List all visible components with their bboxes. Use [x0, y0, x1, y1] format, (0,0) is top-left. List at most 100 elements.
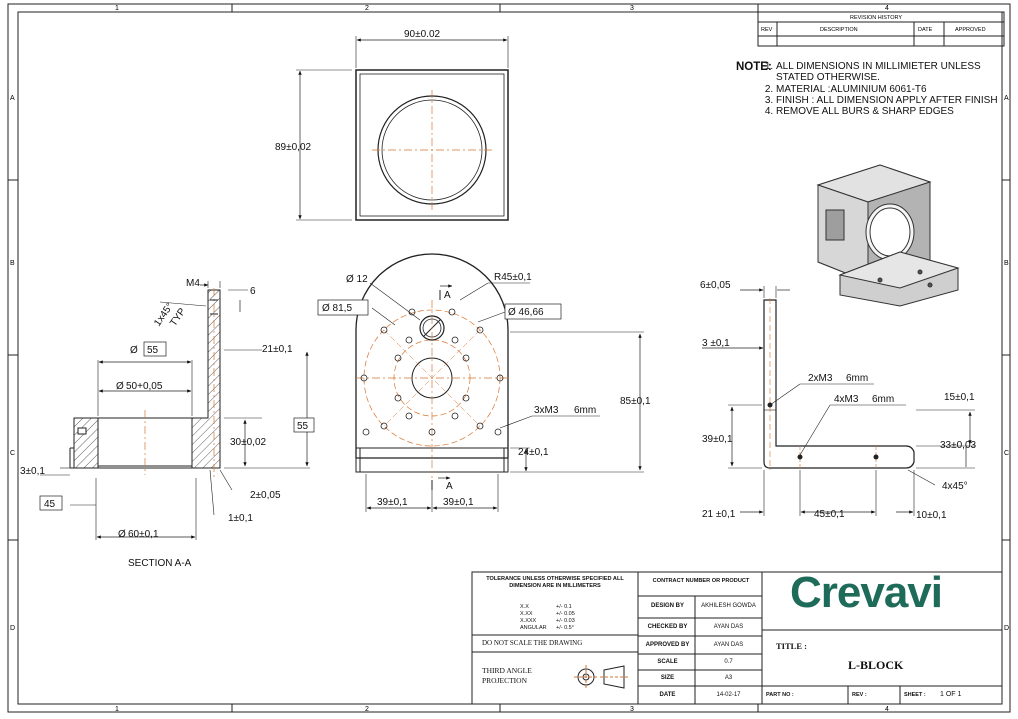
border-left-a: A [10, 95, 15, 102]
section-d45-box: 45 [44, 499, 56, 510]
section-diam-symbol-3: Ø [118, 529, 126, 540]
tol-value-4: +/- 0.5° [556, 625, 574, 631]
side-d3-label: 3 ±0,1 [702, 338, 730, 349]
side-m3a-depth: 6mm [846, 373, 868, 384]
section-m4-label: M4 [186, 278, 200, 289]
section-diam-symbol-2: Ø [116, 381, 124, 392]
section-d6-label: 6 [250, 286, 256, 297]
side-m3a-label: 2xM3 [808, 373, 833, 384]
front-d12-label: Ø 12 [346, 274, 368, 285]
top-width-dim: 90±0.02 [404, 29, 441, 40]
border-top-3: 3 [630, 5, 634, 12]
front-r45-label: R45±0,1 [494, 272, 532, 283]
tol-value-2: +/- 0.05 [556, 611, 575, 617]
border-bottom-1: 1 [115, 706, 119, 713]
side-d39-label: 39±0,1 [702, 434, 733, 445]
note-item-1: ALL DIMENSIONS IN MILLIMIETER UNLESS STA… [776, 61, 1006, 83]
front-w39b-label: 39±0,1 [443, 497, 474, 508]
side-d45-label: 45±0,1 [814, 509, 845, 520]
border-right-b: B [1004, 260, 1009, 267]
section-d50-label: 50+0,05 [126, 381, 163, 392]
approved-col: APPROVED [955, 27, 986, 33]
border-top-2: 2 [365, 5, 369, 12]
do-not-scale: DO NOT SCALE THE DRAWING [482, 639, 583, 647]
top-height-dim: 89±0,02 [275, 142, 312, 153]
rev-col: REV [761, 27, 773, 33]
border-left-d: D [10, 625, 15, 632]
contract-label: CONTRACT NUMBER OR PRODUCT [652, 578, 750, 584]
front-m3-depth: 6mm [574, 405, 596, 416]
sheet-value: 1 OF 1 [940, 691, 962, 698]
border-bottom-4: 4 [885, 706, 889, 713]
section-d55-right: 55 [297, 421, 309, 432]
title-label: TITLE : [776, 641, 807, 651]
size-value: A3 [724, 675, 733, 681]
approved-by-value: AYAN DAS [713, 642, 744, 648]
front-m3-label: 3xM3 [534, 405, 559, 416]
date-label: DATE [659, 692, 676, 698]
checked-by-value: AYAN DAS [713, 624, 744, 630]
description-col: DESCRIPTION [820, 27, 858, 33]
section-d2-label: 2±0,05 [250, 490, 281, 501]
side-d15-label: 15±0,1 [944, 392, 975, 403]
checked-by-label: CHECKED BY [647, 624, 688, 630]
border-left-c: C [10, 450, 15, 457]
note-item-4: REMOVE ALL BURS & SHARP EDGES [776, 106, 1006, 117]
tol-value-1: +/- 0.1 [556, 604, 572, 610]
tol-value-3: +/- 0.03 [556, 618, 575, 624]
border-left-b: B [10, 260, 15, 267]
part-no-label: PART NO : [766, 692, 794, 698]
side-d21-label: 21 ±0,1 [702, 509, 736, 520]
front-d815-label: Ø 81,5 [322, 303, 352, 314]
front-view [317, 253, 644, 512]
scale-value: 0.7 [724, 659, 733, 665]
tolerance-header: TOLERANCE UNLESS OTHERWISE SPECIFIED ALL… [486, 576, 624, 589]
size-label: SIZE [660, 675, 675, 681]
front-h24-label: 24±0,1 [518, 447, 549, 458]
front-d4666-label: Ø 46,66 [508, 307, 544, 318]
tol-label-3: X.XXX [520, 618, 537, 624]
section-d21-label: 21±0,1 [262, 344, 293, 355]
side-m3b-depth: 6mm [872, 394, 894, 405]
sheet-label: SHEET : [904, 692, 926, 698]
front-w39a-label: 39±0,1 [377, 497, 408, 508]
drawing-title: L-BLOCK [848, 658, 904, 672]
border-right-d: D [1004, 625, 1009, 632]
border-right-c: C [1004, 450, 1009, 457]
notes-block: NOTE: ALL DIMENSIONS IN MILLIMIETER UNLE… [736, 61, 1006, 117]
section-d60-label: 60±0,1 [128, 529, 159, 540]
side-view [702, 286, 975, 516]
top-view [296, 36, 509, 221]
section-d55-box: 55 [147, 345, 159, 356]
tol-label-2: X.XX [520, 611, 533, 617]
title-block-grid [471, 571, 1003, 705]
front-cut-a-bottom: A [446, 481, 453, 492]
side-d10-label: 10±0,1 [916, 510, 947, 521]
tol-label-1: X.X [520, 604, 529, 610]
date-value: 14-02-17 [716, 692, 741, 698]
tol-label-4: ANGULAR [520, 625, 547, 631]
section-d30-label: 30±0,02 [230, 437, 267, 448]
scale-label: SCALE [657, 659, 678, 665]
section-title: SECTION A-A [128, 558, 192, 569]
side-t6-label: 6±0,05 [700, 280, 731, 291]
note-item-2: MATERIAL :ALUMINIUM 6061-T6 [776, 84, 1006, 95]
isometric-view [816, 164, 960, 307]
company-logo: Crevavi [790, 568, 943, 617]
section-d1-label: 1±0,1 [228, 513, 253, 524]
side-m3b-label: 4xM3 [834, 394, 859, 405]
side-d33-label: 33±0,03 [940, 440, 977, 451]
section-d3-label: 3±0,1 [20, 466, 45, 477]
front-h85-label: 85±0,1 [620, 396, 651, 407]
border-top-1: 1 [115, 5, 119, 12]
projection-symbol [574, 665, 628, 689]
notes-header: NOTE: [736, 61, 772, 73]
design-by-label: DESIGN BY [650, 603, 684, 609]
border-bottom-3: 3 [630, 706, 634, 713]
design-by-value: AKHILESH GOWDA [701, 603, 756, 609]
approved-by-label: APPROVED BY [645, 642, 690, 648]
revision-history-title: REVISION HISTORY [850, 15, 902, 21]
side-chamfer-label: 4x45° [942, 481, 968, 492]
border-bottom-2: 2 [365, 706, 369, 713]
